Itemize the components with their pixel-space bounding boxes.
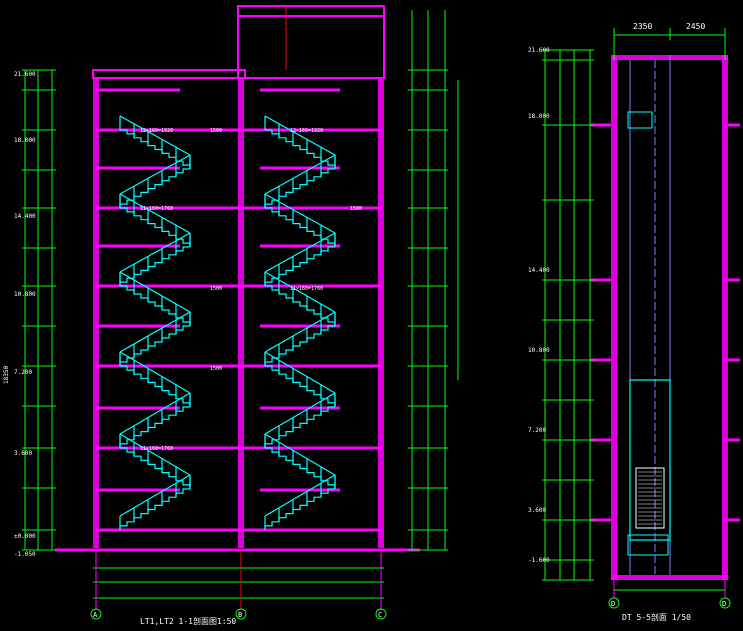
handrail bbox=[119, 433, 191, 476]
stair-section-drawing bbox=[22, 5, 459, 610]
stair-dim: 11×160=1760 bbox=[140, 206, 173, 212]
total-height: 18350 bbox=[3, 366, 10, 384]
level-mark: 14.400 bbox=[528, 267, 550, 274]
handrail bbox=[119, 392, 191, 435]
landing-dim: 1500 bbox=[350, 206, 362, 212]
landing-dim: 1500 bbox=[210, 366, 222, 372]
handrail bbox=[264, 271, 336, 313]
stair-dimension-labels: 12×160=1920 12×160=1920 11×160=1760 11×1… bbox=[140, 128, 362, 452]
level-mark: 3.600 bbox=[14, 450, 32, 457]
handrail bbox=[264, 351, 336, 394]
axis-label: D bbox=[611, 600, 615, 608]
level-mark: ±0.000 bbox=[14, 533, 36, 540]
axis-label: B bbox=[238, 611, 242, 619]
left-drawing-title: LT1,LT2 1-1剖面图1:50 bbox=[140, 616, 236, 626]
stair-dim: 11×160=1760 bbox=[140, 446, 173, 452]
handrail bbox=[264, 433, 336, 476]
landing-dim: 1500 bbox=[210, 286, 222, 292]
level-mark: 18.000 bbox=[528, 113, 550, 120]
axis-label: D bbox=[722, 600, 726, 608]
handrail bbox=[119, 311, 191, 353]
handrail bbox=[264, 193, 336, 234]
level-mark: 10.800 bbox=[528, 347, 550, 354]
level-mark: 7.200 bbox=[14, 369, 32, 376]
handrail bbox=[119, 351, 191, 394]
level-mark: 10.800 bbox=[14, 291, 36, 298]
top-dim-left: 2350 bbox=[633, 22, 652, 31]
elevator-section-drawing bbox=[542, 28, 740, 598]
handrail bbox=[119, 271, 191, 313]
handrail bbox=[264, 311, 336, 353]
axis-label: C bbox=[378, 611, 382, 619]
left-level-labels: 21.600 18.000 14.400 10.800 7.200 3.600 … bbox=[3, 71, 36, 558]
handrail bbox=[119, 115, 191, 156]
handrail bbox=[264, 115, 336, 156]
level-mark: 21.600 bbox=[14, 71, 36, 78]
top-dim-right: 2450 bbox=[686, 22, 705, 31]
level-mark: -1.050 bbox=[14, 551, 36, 558]
stair-dim: 12×160=1920 bbox=[140, 128, 173, 134]
level-mark: 7.200 bbox=[528, 427, 546, 434]
handrail bbox=[264, 474, 336, 517]
handrail bbox=[119, 193, 191, 234]
level-mark: 3.600 bbox=[528, 507, 546, 514]
level-mark: -1.600 bbox=[528, 557, 550, 564]
level-mark: 21.600 bbox=[528, 47, 550, 54]
handrail bbox=[264, 392, 336, 435]
stair-dim: 12×160=1920 bbox=[290, 128, 323, 134]
handrail bbox=[119, 474, 191, 517]
landing-dim: 1500 bbox=[210, 128, 222, 134]
right-drawing-title: DT 5-5剖面 1/50 bbox=[622, 612, 691, 622]
level-mark: 18.000 bbox=[14, 137, 36, 144]
level-mark: 14.400 bbox=[14, 213, 36, 220]
stair-dim: 11×160=1760 bbox=[290, 286, 323, 292]
left-axis-bubbles: A B C bbox=[90, 608, 387, 620]
right-level-labels: 21.600 18.000 14.400 10.800 7.200 3.600 … bbox=[528, 47, 550, 564]
axis-label: A bbox=[93, 611, 98, 619]
right-axis-bubbles: D D bbox=[608, 597, 731, 609]
